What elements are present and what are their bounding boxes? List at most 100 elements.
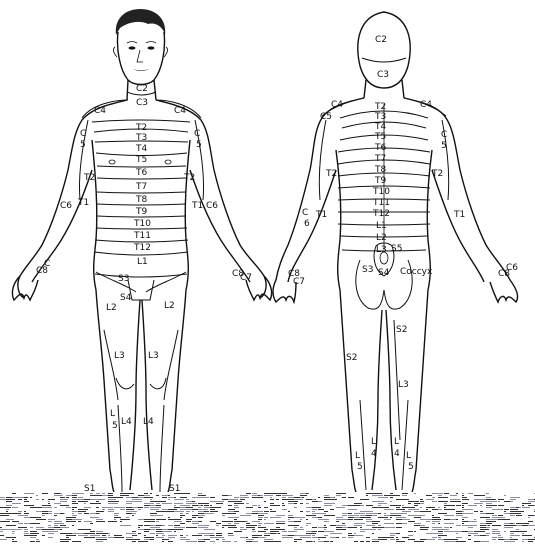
ground-noise-stroke: [324, 515, 335, 516]
back-label-s5: S5: [391, 244, 402, 254]
front-label-t10: T10: [133, 219, 151, 229]
ground-noise-stroke: [498, 505, 504, 506]
ground-noise-stroke: [6, 501, 12, 502]
ground-noise-stroke: [0, 539, 7, 540]
ground-noise-stroke: [444, 493, 449, 494]
ground-noise-stroke: [6, 499, 12, 500]
ground-noise-stroke: [468, 525, 477, 526]
ground-noise-stroke: [342, 493, 344, 494]
ground-noise-stroke: [96, 499, 105, 500]
ground-noise-stroke: [282, 535, 288, 536]
ground-noise-stroke: [204, 539, 210, 540]
ground-noise-stroke: [192, 511, 194, 512]
ground-noise-stroke: [60, 525, 66, 526]
ground-noise-stroke: [192, 503, 197, 504]
ground-noise-stroke: [18, 527, 27, 528]
ground-noise-stroke: [234, 523, 239, 524]
ground-noise-stroke: [306, 519, 308, 520]
ground-noise-stroke: [78, 521, 81, 522]
ground-noise-stroke: [222, 515, 225, 516]
ground-noise-stroke: [318, 497, 320, 498]
ground-noise-stroke: [60, 501, 67, 502]
back-leg-lines: [360, 320, 408, 490]
ground-noise-stroke: [264, 523, 274, 524]
ground-noise-stroke: [306, 523, 311, 524]
ground-noise-stroke: [36, 519, 46, 520]
ground-noise-stroke: [336, 529, 346, 530]
ground-noise-stroke: [450, 527, 452, 528]
ground-noise-stroke: [6, 537, 16, 538]
ground-noise-stroke: [504, 495, 506, 496]
ground-noise-stroke: [54, 495, 63, 496]
ground-noise-stroke: [108, 511, 114, 512]
ground-noise-stroke: [12, 525, 14, 526]
ground-noise-stroke: [36, 527, 44, 528]
ground-noise-stroke: [18, 499, 22, 500]
ground-noise-stroke: [108, 535, 110, 536]
ground-noise-stroke: [72, 493, 78, 494]
front-label-c6-right: C6: [206, 201, 218, 211]
back-label-t4: T4: [374, 122, 386, 132]
ground-noise-stroke: [528, 517, 530, 518]
back-label-l1: L1: [376, 221, 387, 231]
ground-noise-stroke: [246, 527, 255, 528]
ground-noise-stroke: [138, 533, 141, 534]
ground-noise-stroke: [84, 521, 92, 522]
ground-noise-stroke: [492, 529, 498, 530]
ground-noise-stroke: [96, 493, 100, 494]
ground-noise-stroke: [60, 499, 68, 500]
ground-noise-stroke: [216, 501, 224, 502]
front-label-l2-left: L2: [106, 303, 117, 313]
ground-noise-stroke: [108, 533, 110, 534]
ground-noise-stroke: [474, 519, 476, 520]
ground-noise-stroke: [24, 513, 29, 514]
ground-noise-stroke: [528, 535, 530, 536]
ground-noise-stroke: [0, 527, 2, 528]
ground-noise-stroke: [432, 523, 435, 524]
front-ears: [113, 47, 167, 57]
ground-noise-stroke: [198, 495, 204, 496]
ground-noise-stroke: [132, 531, 136, 532]
front-label-t2: T2: [135, 123, 147, 133]
ground-noise-stroke: [84, 529, 91, 530]
ground-noise-stroke: [216, 523, 221, 524]
ground-noise-stroke: [462, 521, 468, 522]
front-label-t9: T9: [135, 207, 147, 217]
ground-noise-stroke: [360, 515, 367, 516]
ground-noise-stroke: [258, 527, 266, 528]
ground-noise-stroke: [180, 537, 186, 538]
ground-noise-stroke: [96, 517, 99, 518]
ground-noise-stroke: [276, 493, 287, 494]
ground-noise-stroke: [228, 535, 234, 536]
ground-noise-stroke: [474, 503, 483, 504]
ground-noise-stroke: [96, 501, 99, 502]
ground-noise-stroke: [318, 517, 322, 518]
ground-noise-stroke: [408, 535, 413, 536]
ground-noise-stroke: [42, 499, 44, 500]
ground-noise-stroke: [384, 517, 387, 518]
ground-noise-stroke: [78, 513, 82, 514]
ground-noise-stroke: [420, 529, 426, 530]
ground-noise-stroke: [426, 539, 435, 540]
back-label-s4: S4: [378, 268, 390, 278]
ground-noise-stroke: [330, 497, 334, 498]
ground-noise-stroke: [126, 517, 129, 518]
ground-noise-stroke: [294, 517, 305, 518]
ground-noise-stroke: [30, 497, 32, 498]
ground-noise-stroke: [444, 497, 448, 498]
ground-noise-stroke: [258, 531, 266, 532]
ground-noise-stroke: [150, 521, 155, 522]
ground-noise-stroke: [306, 493, 308, 494]
ground-noise-stroke: [378, 507, 389, 508]
ground-noise-stroke: [168, 525, 173, 526]
ground-noise-stroke: [222, 527, 224, 528]
ground-noise-stroke: [288, 519, 290, 520]
ground-noise-stroke: [438, 523, 440, 524]
ground-noise-stroke: [366, 505, 373, 506]
ground-noise-stroke: [12, 539, 14, 540]
ground-noise-stroke: [252, 539, 254, 540]
ground-noise-stroke: [282, 499, 289, 500]
ground-noise-stroke: [444, 503, 447, 504]
ground-noise-stroke: [12, 513, 21, 514]
ground-noise-stroke: [174, 531, 176, 532]
